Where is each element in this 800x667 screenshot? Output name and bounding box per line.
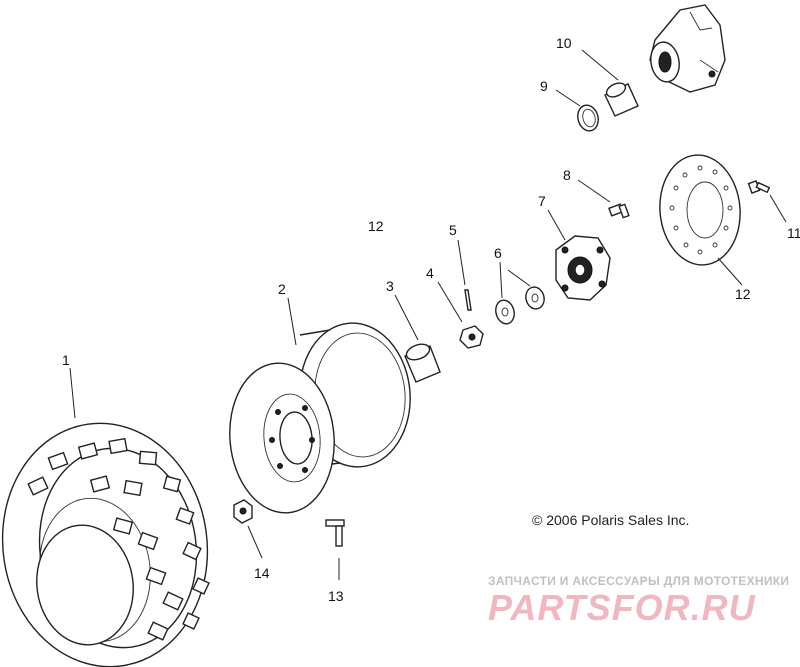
callout-6: 6 — [494, 245, 502, 261]
callout-4: 4 — [426, 265, 434, 281]
spacer-part-3[interactable] — [394, 294, 441, 383]
washers-part-6[interactable] — [493, 261, 546, 326]
lug-nut-part-14[interactable] — [233, 499, 263, 559]
callout-2: 2 — [278, 281, 286, 297]
callout-8: 8 — [563, 167, 571, 183]
castle-nut-part-4[interactable] — [437, 281, 484, 349]
callout-9: 9 — [540, 78, 548, 94]
callout-12-disc: 12 — [735, 286, 751, 302]
brake-disc-part-12[interactable] — [655, 152, 744, 286]
callout-10: 10 — [556, 35, 572, 51]
valve-stem-part-13[interactable] — [325, 519, 345, 580]
callout-13: 13 — [328, 588, 344, 604]
copyright-notice: © 2006 Polaris Sales Inc. — [532, 512, 690, 528]
spindle-housing[interactable] — [648, 4, 726, 93]
callout-11: 11 — [787, 225, 800, 241]
stud-bolt-part-8[interactable] — [577, 179, 630, 219]
wheel-rim-part-2[interactable] — [224, 297, 416, 517]
callout-3: 3 — [386, 278, 394, 294]
hub-part-7[interactable] — [547, 209, 611, 301]
watermark-tagline: ЗАПЧАСТИ И АКСЕССУАРЫ ДЛЯ МОТОТЕХНИКИ — [488, 574, 790, 588]
callout-7: 7 — [538, 193, 546, 209]
callout-14: 14 — [254, 565, 270, 581]
callout-1: 1 — [62, 352, 70, 368]
bearing-part-10[interactable] — [581, 49, 639, 117]
callout-5: 5 — [449, 222, 457, 238]
watermark-logo: PARTSFOR.RU — [488, 587, 756, 628]
watermark: ЗАПЧАСТИ И АКСЕССУАРЫ ДЛЯ МОТОТЕХНИКИ PA… — [488, 574, 798, 626]
disc-bolt-part-11[interactable] — [747, 180, 787, 223]
cotter-pin-part-5[interactable] — [457, 239, 472, 311]
callout-12-top: 12 — [368, 218, 384, 234]
snap-ring-part-9[interactable] — [555, 89, 601, 133]
tire-part-1[interactable] — [0, 367, 223, 667]
